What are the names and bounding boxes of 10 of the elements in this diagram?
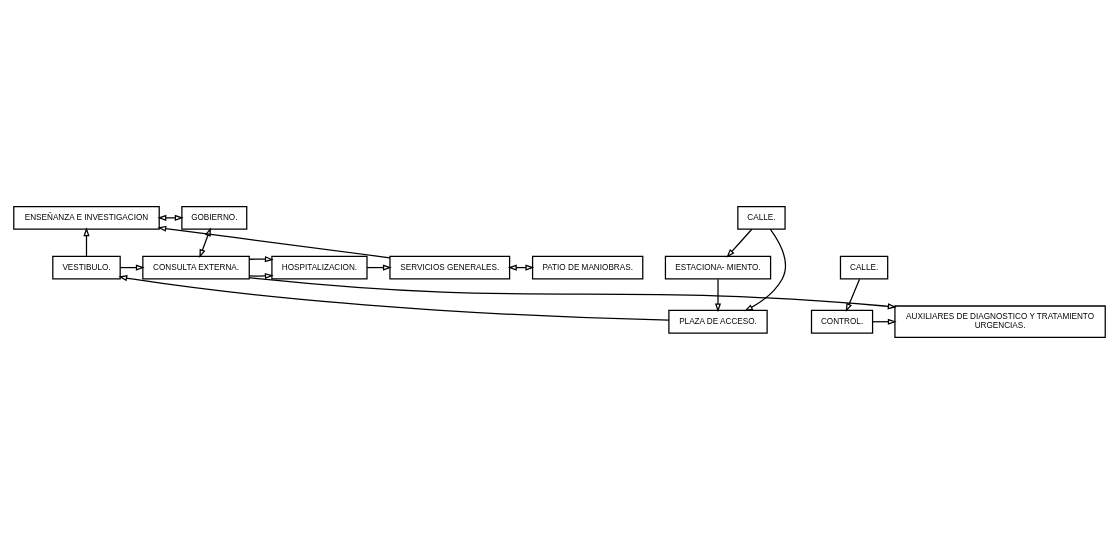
arrow	[714, 278, 722, 312]
arrow	[83, 226, 90, 257]
arrow	[744, 228, 786, 311]
arrow	[248, 255, 274, 262]
arrow	[118, 274, 670, 321]
arrow	[845, 278, 861, 312]
arrow	[248, 272, 274, 279]
arrow	[248, 276, 897, 309]
arrow	[726, 228, 753, 258]
arrow	[157, 214, 184, 221]
